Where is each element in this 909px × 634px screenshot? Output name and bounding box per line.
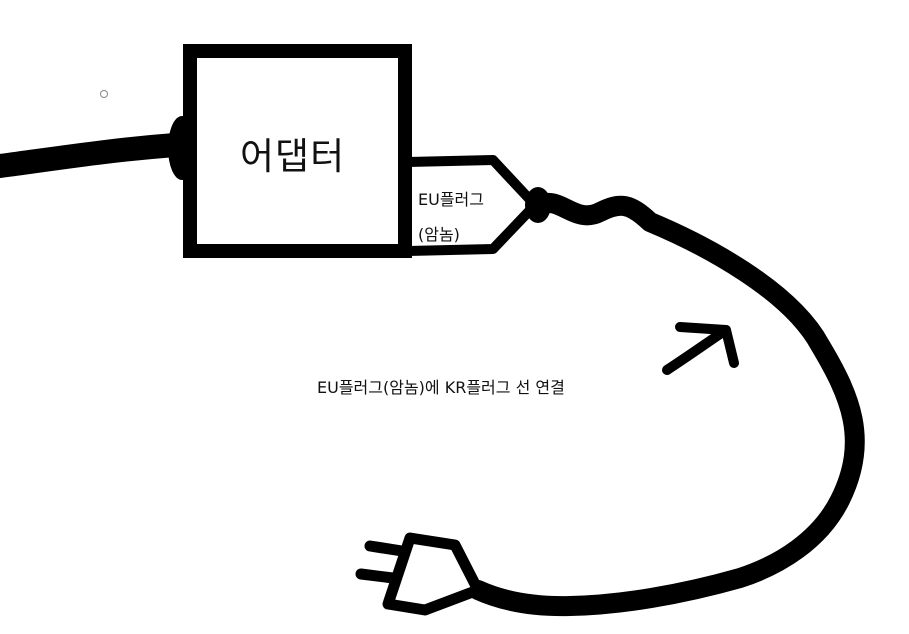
kr-plug-prong-bottom <box>355 568 399 584</box>
adapter-label: 어댑터 <box>240 135 346 178</box>
kr-plug-body <box>382 532 484 616</box>
eu-plug-label: EU플러그 <box>418 190 484 209</box>
adapter-box <box>183 44 412 258</box>
stray-dot <box>100 90 108 98</box>
kr-plug-prong-top <box>364 540 408 557</box>
annotation-arrow-shaft <box>662 325 731 375</box>
connection-annotation: EU플러그(암놈)에 KR플러그 선 연결 <box>317 378 565 397</box>
kr-cable <box>468 193 865 617</box>
annotation-arrow-head <box>675 322 739 368</box>
eu-plug-sublabel: (암놈) <box>418 225 460 244</box>
input-cable <box>0 133 187 178</box>
